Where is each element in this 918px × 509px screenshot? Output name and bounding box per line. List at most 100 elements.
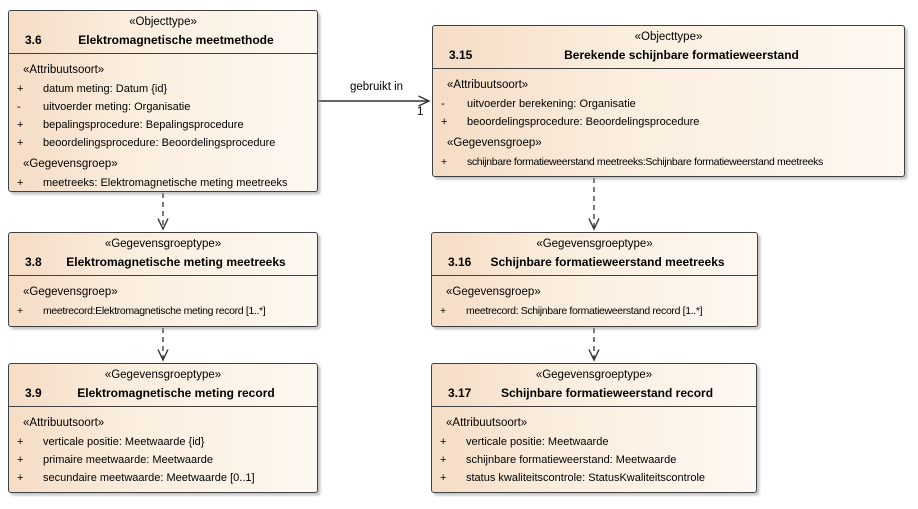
attribute-row: + beoordelingsprocedure: Beoordelingspro…	[433, 113, 904, 131]
box-title: Elektromagnetische meting record	[77, 386, 275, 400]
attribute-text: meetrecord: Schijnbare formatieweerstand…	[466, 305, 703, 317]
box-title-row: 3.9 Elektromagnetische meting record	[13, 383, 313, 403]
attribute-row: + datum meting: Datum {id}	[9, 80, 317, 98]
stereotype-label: «Gegevensgroeptype»	[536, 238, 653, 250]
box-title-row: 3.16 Schijnbare formatieweerstand meetre…	[436, 252, 753, 272]
gegevensgroeptype-box-3-9[interactable]: «Gegevensgroeptype» 3.9 Elektromagnetisc…	[8, 363, 318, 493]
box-header: «Objecttype» 3.6 Elektromagnetische meet…	[9, 11, 317, 54]
box-number: 3.6	[25, 33, 42, 47]
visibility-marker: +	[441, 156, 447, 168]
visibility-marker: +	[17, 83, 24, 95]
box-number: 3.9	[25, 386, 42, 400]
attribute-row: + meetrecord: Schijnbare formatieweersta…	[432, 302, 757, 320]
attribute-text: secundaire meetwaarde: Meetwaarde [0..1]	[43, 472, 255, 484]
visibility-marker: +	[17, 436, 24, 448]
visibility-marker: -	[441, 98, 445, 110]
box-body: «Attribuutsoort» + datum meting: Datum {…	[9, 54, 317, 191]
visibility-marker: +	[17, 472, 24, 484]
attribute-text: status kwaliteitscontrole: StatusKwalite…	[466, 472, 706, 484]
association-multiplicity: 1	[417, 106, 424, 118]
attribute-text: meetrecord:Elektromagnetische meting rec…	[43, 305, 266, 317]
box-body: «Attribuutsoort» + verticale positie: Me…	[432, 407, 756, 487]
box-number: 3.8	[25, 255, 42, 269]
stereotype-label: «Gegevensgroeptype»	[104, 238, 222, 250]
section-label: «Gegevensgroep»	[446, 286, 541, 298]
box-body: «Attribuutsoort» + verticale positie: Me…	[9, 407, 317, 487]
attribute-row: + meetreeks: Elektromagnetische meting m…	[9, 174, 317, 191]
section-label: «Gegevensgroep»	[23, 158, 118, 170]
box-title-row: 3.8 Elektromagnetische meting meetreeks	[13, 252, 313, 272]
attribute-text: meetreeks: Elektromagnetische meting mee…	[43, 177, 288, 189]
attribute-text: uitvoerder berekening: Organisatie	[467, 98, 636, 110]
stereotype-label: «Gegevensgroeptype»	[535, 369, 653, 381]
visibility-marker: +	[440, 305, 446, 317]
gegevensgroeptype-box-3-17[interactable]: «Gegevensgroeptype» 3.17 Schijnbare form…	[431, 363, 757, 493]
section-label: «Gegevensgroep»	[23, 286, 118, 298]
box-number: 3.15	[449, 48, 473, 62]
attribute-row: + secundaire meetwaarde: Meetwaarde [0..…	[9, 469, 317, 487]
box-title: Schijnbare formatieweerstand record	[500, 386, 714, 400]
box-title-row: 3.15 Berekende schijnbare formatieweerst…	[437, 45, 900, 65]
attribute-row: - uitvoerder berekening: Organisatie	[433, 95, 904, 113]
box-body: «Gegevensgroep» + meetrecord: Schijnbare…	[432, 276, 757, 320]
box-title: Elektromagnetische meting meetreeks	[66, 255, 286, 269]
section-label: «Attribuutsoort»	[446, 417, 528, 429]
visibility-marker: +	[440, 436, 447, 448]
attribute-row: + status kwaliteitscontrole: StatusKwali…	[432, 469, 756, 487]
gegevensgroeptype-box-3-16[interactable]: «Gegevensgroeptype» 3.16 Schijnbare form…	[431, 232, 758, 327]
box-body: «Attribuutsoort» - uitvoerder berekening…	[433, 69, 904, 171]
visibility-marker: +	[17, 177, 24, 189]
attribute-text: beoordelingsprocedure: Beoordelingsproce…	[467, 116, 700, 128]
section-label: «Attribuutsoort»	[23, 64, 105, 76]
visibility-marker: -	[17, 101, 21, 113]
attribute-text: beoordelingsprocedure: Beoordelingsproce…	[43, 137, 276, 149]
objecttype-box-3-15[interactable]: «Objecttype» 3.15 Berekende schijnbare f…	[432, 25, 905, 177]
visibility-marker: +	[440, 454, 447, 466]
attribute-row: + verticale positie: Meetwaarde {id}	[9, 433, 317, 451]
stereotype-label: «Gegevensgroeptype»	[104, 369, 222, 381]
attribute-row: + schijnbare formatieweerstand meetreeks…	[433, 153, 904, 171]
visibility-marker: +	[17, 119, 24, 131]
attribute-row: + beoordelingsprocedure: Beoordelingspro…	[9, 134, 317, 152]
visibility-marker: +	[17, 137, 24, 149]
box-header: «Gegevensgroeptype» 3.17 Schijnbare form…	[432, 364, 756, 407]
stereotype-label: «Objecttype»	[634, 31, 703, 43]
section-label: «Attribuutsoort»	[447, 79, 529, 91]
attribute-row: + verticale positie: Meetwaarde	[432, 433, 756, 451]
box-title-row: 3.6 Elektromagnetische meetmethode	[13, 30, 313, 50]
attribute-text: primaire meetwaarde: Meetwaarde	[43, 454, 213, 466]
box-number: 3.16	[448, 255, 472, 269]
attribute-text: datum meting: Datum {id}	[43, 83, 168, 95]
box-header: «Objecttype» 3.15 Berekende schijnbare f…	[433, 26, 904, 69]
attribute-row: + bepalingsprocedure: Bepalingsprocedure	[9, 116, 317, 134]
visibility-marker: +	[17, 305, 23, 317]
attribute-text: bepalingsprocedure: Bepalingsprocedure	[43, 119, 244, 131]
attribute-row: - uitvoerder meting: Organisatie	[9, 98, 317, 116]
attribute-text: verticale positie: Meetwaarde	[466, 436, 609, 448]
box-body: «Gegevensgroep» + meetrecord:Elektromagn…	[9, 276, 317, 320]
association-label: gebruikt in	[350, 81, 404, 93]
attribute-text: schijnbare formatieweerstand meetreeks:S…	[467, 156, 823, 168]
stereotype-label: «Objecttype»	[129, 16, 197, 28]
visibility-marker: +	[441, 116, 448, 128]
section-label: «Attribuutsoort»	[23, 417, 105, 429]
box-title: Elektromagnetische meetmethode	[78, 33, 274, 47]
box-header: «Gegevensgroeptype» 3.16 Schijnbare form…	[432, 233, 757, 276]
section-label: «Gegevensgroep»	[447, 137, 542, 149]
attribute-row: + schijnbare formatieweerstand: Meetwaar…	[432, 451, 756, 469]
box-title-row: 3.17 Schijnbare formatieweerstand record	[436, 383, 752, 403]
visibility-marker: +	[440, 472, 447, 484]
attribute-text: verticale positie: Meetwaarde {id}	[43, 436, 205, 448]
attribute-row: + primaire meetwaarde: Meetwaarde	[9, 451, 317, 469]
box-header: «Gegevensgroeptype» 3.8 Elektromagnetisc…	[9, 233, 317, 276]
attribute-text: schijnbare formatieweerstand: Meetwaarde	[466, 454, 677, 466]
attribute-row: + meetrecord:Elektromagnetische meting r…	[9, 302, 317, 320]
attribute-text: uitvoerder meting: Organisatie	[43, 101, 191, 113]
objecttype-box-3-6[interactable]: «Objecttype» 3.6 Elektromagnetische meet…	[8, 10, 318, 192]
gegevensgroeptype-box-3-8[interactable]: «Gegevensgroeptype» 3.8 Elektromagnetisc…	[8, 232, 318, 327]
box-number: 3.17	[448, 386, 472, 400]
box-title: Schijnbare formatieweerstand meetreeks	[490, 255, 725, 269]
visibility-marker: +	[17, 454, 24, 466]
